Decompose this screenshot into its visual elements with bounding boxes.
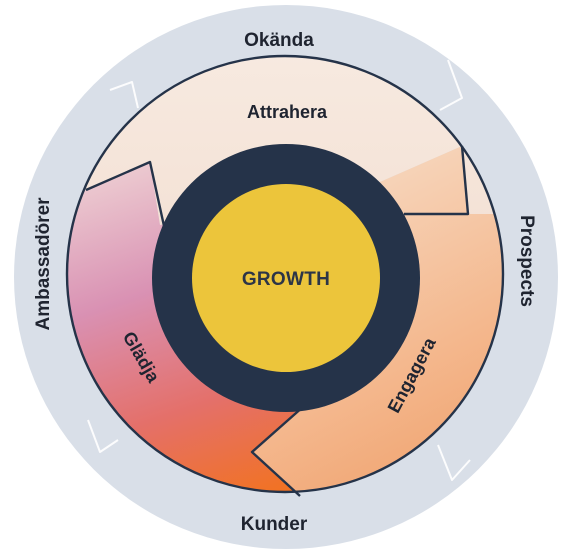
stage-label-attract: Attrahera — [247, 102, 328, 122]
outer-arrow-bottom-right — [437, 444, 471, 481]
segment-dividers — [85, 145, 470, 497]
outer-arrow-top-right — [439, 59, 463, 111]
outer-label-top: Okända — [244, 30, 314, 51]
outer-label-left: Ambassadörer — [33, 197, 54, 331]
growth-core — [192, 184, 380, 372]
outer-arrow-bottom-left — [87, 419, 119, 453]
outer-arrow-top-left — [109, 81, 139, 109]
outer-ring-arrows — [87, 59, 471, 481]
outer-label-bottom: Kunder — [241, 514, 308, 535]
divider-attract-delight — [85, 160, 166, 227]
divider-attract-engage — [404, 145, 470, 216]
center-label: GROWTH — [242, 269, 330, 290]
outer-label-right: Prospects — [516, 215, 537, 307]
divider-engage-delight — [250, 405, 305, 497]
inner-disk-border — [65, 54, 505, 494]
